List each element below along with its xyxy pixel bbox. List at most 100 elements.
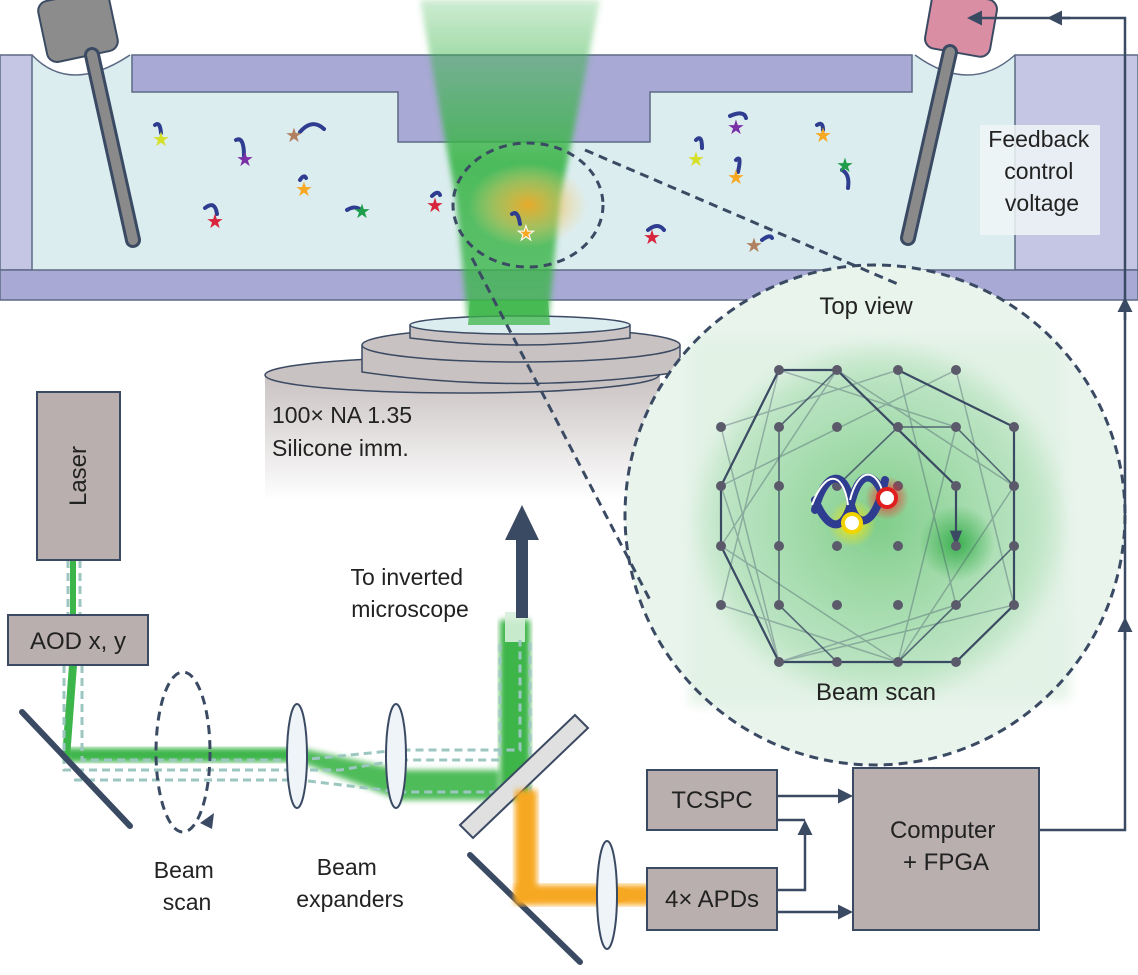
scan-grid-point (893, 365, 903, 375)
svg-text:★: ★ (836, 155, 854, 177)
scan-grid-point (716, 600, 726, 610)
scan-grid-point (774, 541, 784, 551)
inset-beam-scan-label: Beam scan (816, 679, 936, 706)
scan-grid (716, 365, 1019, 667)
molecule: ★ (687, 136, 705, 171)
aod-box: AOD x, y (7, 614, 149, 666)
zoom-connector-bottom (470, 257, 652, 601)
beam-scan-rotation-icon (154, 670, 214, 834)
molecule: ★ (727, 111, 748, 139)
tcspc-box: TCSPC (646, 769, 778, 831)
svg-text:★: ★ (745, 235, 763, 257)
scan-grid-point (832, 422, 842, 432)
computer-box: Computer + FPGA (852, 767, 1040, 931)
scan-grid-point (832, 541, 842, 551)
molecule: ★ (152, 122, 170, 151)
molecule: ★ (345, 201, 371, 223)
tcspc-label: TCSPC (671, 787, 752, 814)
to-microscope-label: To inverted microscope (351, 564, 470, 622)
svg-text:★: ★ (236, 149, 254, 171)
objective-lens (264, 300, 681, 500)
scan-grid-point (951, 365, 961, 375)
emission-beam (515, 790, 650, 905)
objective-label: 100× NA 1.35 Silicone imm. (272, 402, 418, 461)
scan-grid-point (893, 600, 903, 610)
apds-box: 4× APDs (646, 867, 778, 931)
zoom-connector-top (584, 148, 901, 287)
svg-text:★: ★ (206, 211, 224, 233)
svg-text:★: ★ (426, 195, 444, 217)
excitation-cone (420, 0, 600, 325)
scan-grid-point (832, 600, 842, 610)
expander-lens-2 (385, 703, 407, 809)
scan-grid-point (774, 481, 784, 491)
svg-text:★: ★ (295, 179, 313, 201)
scan-grid-point (951, 600, 961, 610)
dichroic-mirror (458, 713, 590, 840)
beam-scan-label: Beam scan (154, 857, 220, 915)
beam-expanders-label: Beam expanders (296, 854, 403, 912)
molecule: ★ (426, 190, 444, 217)
focus-zoom-circle (451, 141, 605, 269)
molecule: ★ (295, 174, 313, 201)
scan-grid-point (1009, 422, 1019, 432)
molecule: ★ (203, 203, 224, 233)
computer-label: Computer + FPGA (890, 817, 1002, 876)
svg-text:★: ★ (727, 117, 745, 139)
aod-label: AOD x, y (30, 628, 126, 655)
molecule: ★ (745, 234, 774, 257)
top-view-inset (623, 263, 1127, 767)
scan-grid-point (774, 600, 784, 610)
scan-grid-point (832, 657, 842, 667)
scan-grid-point (1009, 600, 1019, 610)
svg-text:★: ★ (814, 125, 832, 147)
molecule: ★ (234, 137, 254, 171)
scan-grid-point (951, 541, 961, 551)
apds-label: 4× APDs (665, 886, 759, 913)
svg-text:★: ★ (727, 167, 745, 189)
scan-grid-point (716, 541, 726, 551)
svg-text:★: ★ (152, 129, 170, 151)
feedback-label: Feedback control voltage (988, 126, 1095, 216)
scan-grid-point (1009, 541, 1019, 551)
molecule: ★ (285, 122, 326, 147)
molecule: ★ (727, 156, 745, 189)
scan-grid-point (774, 422, 784, 432)
scan-grid-point (716, 481, 726, 491)
mirror-left (19, 709, 133, 829)
svg-text:★: ★ (643, 227, 661, 249)
laser-label: Laser (65, 446, 92, 506)
top-view-label: Top view (819, 293, 913, 320)
scan-grid-point (716, 422, 726, 432)
dna-molecule (811, 473, 898, 534)
svg-text:★: ★ (517, 223, 535, 245)
molecule: ★ (814, 121, 832, 147)
svg-text:★: ★ (285, 125, 303, 147)
donor-dye (841, 512, 863, 534)
expander-lens-1 (286, 703, 308, 809)
scan-grid-point (832, 365, 842, 375)
focal-volume-glow (468, 163, 588, 247)
up-arrow-head (505, 505, 539, 540)
scan-grid-point (774, 657, 784, 667)
scan-grid-point (1009, 481, 1019, 491)
electrode-right (900, 0, 998, 246)
molecule: ★ (643, 224, 666, 249)
mirror-bottom (467, 852, 583, 965)
emission-lens (596, 840, 618, 950)
scan-grid-point (951, 657, 961, 667)
signal-wires (777, 10, 1133, 920)
molecules: ★ ★ ★ ★ ★ ★ ★ ★ ★ ★ ★ ★ ★ ★ ★ (152, 111, 854, 257)
scan-grid-point (893, 541, 903, 551)
molecule: ★ (836, 155, 854, 190)
svg-text:★: ★ (353, 201, 371, 223)
scan-grid-point (893, 657, 903, 667)
chamber-wall-left (0, 54, 33, 271)
scan-grid-point (893, 422, 903, 432)
svg-text:★: ★ (687, 149, 705, 171)
laser-box: Laser (36, 391, 121, 561)
scan-grid-point (951, 481, 961, 491)
acceptor-dye (876, 487, 898, 509)
electrode-left (37, 0, 141, 248)
